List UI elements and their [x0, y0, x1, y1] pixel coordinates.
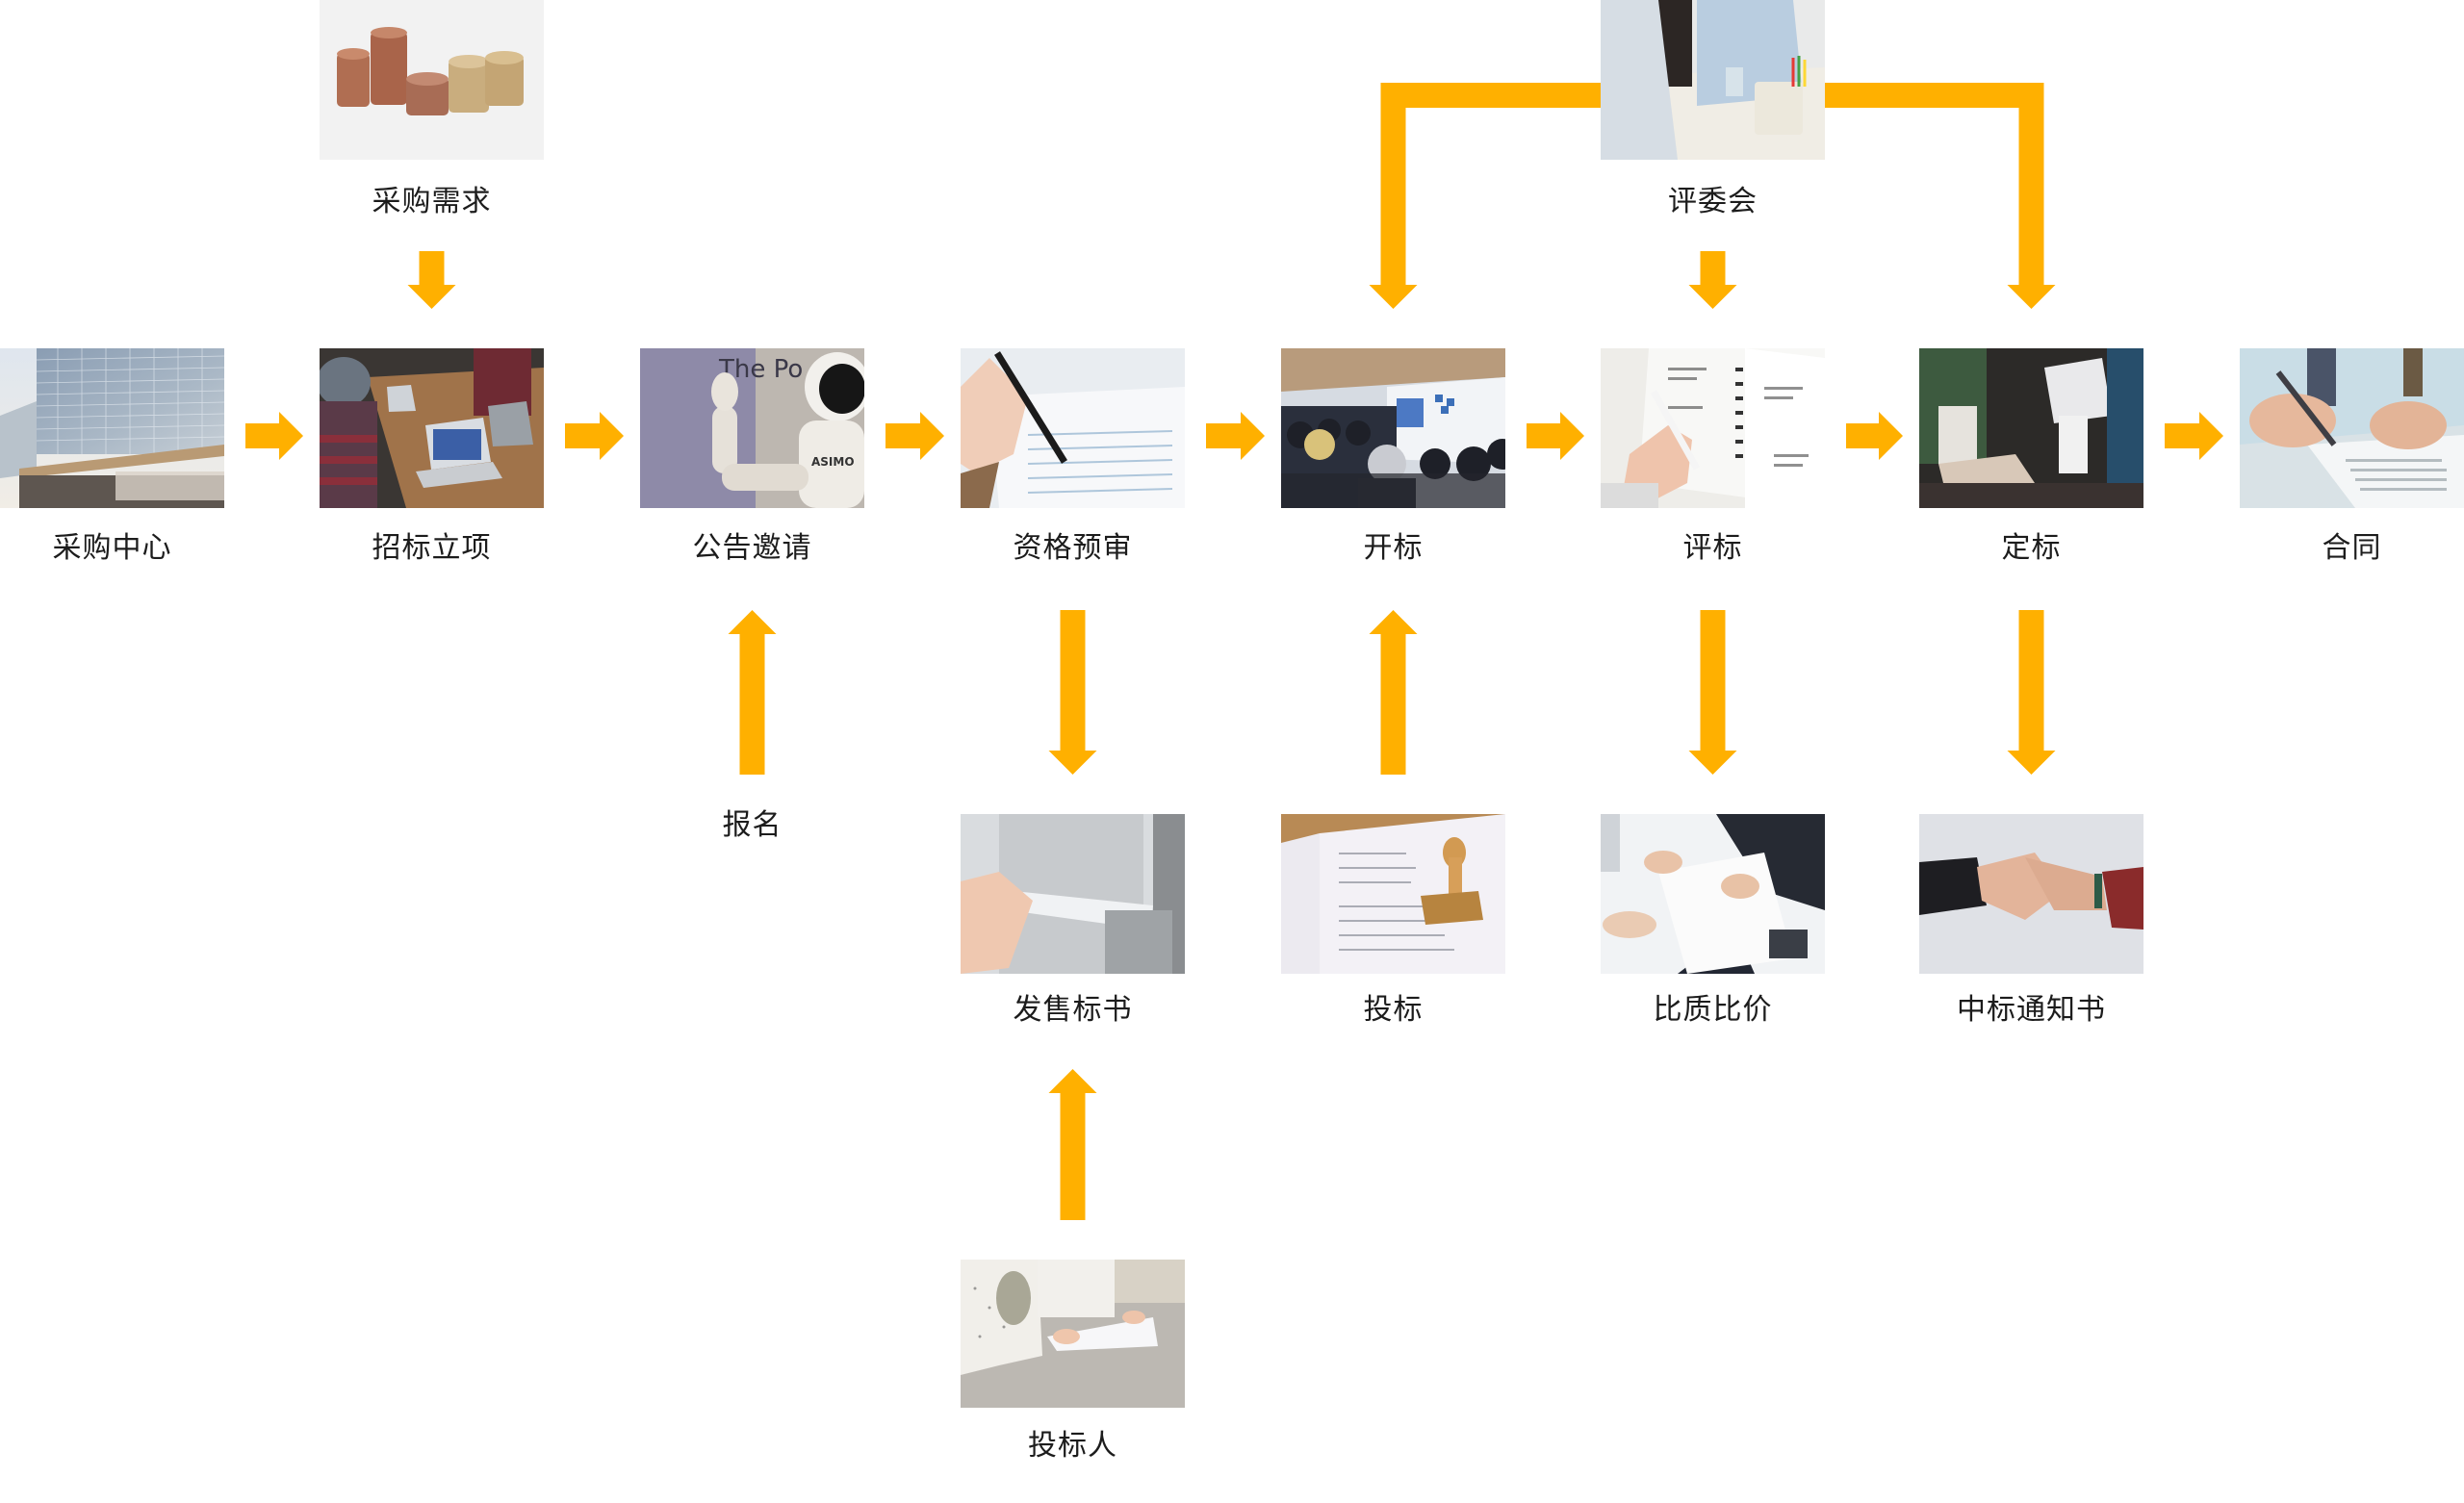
arrow-right-icon — [2165, 412, 2223, 460]
arrow-right-icon — [1846, 412, 1903, 460]
node-label-pingbiao: 评标 — [1682, 531, 1743, 565]
node-image-bizhi-bijia — [1601, 814, 1825, 974]
node-image-toubiaoren — [961, 1260, 1185, 1408]
payment-terminal-image — [1919, 348, 2143, 508]
node-image-pingweihui — [1601, 0, 1825, 160]
node-label-toubiao: 投标 — [1363, 993, 1424, 1027]
node-image-gonggao-yaoqing: The Po ASIMO — [640, 348, 864, 508]
arrow-down-icon — [1688, 610, 1737, 775]
arrow-right-icon — [886, 412, 944, 460]
node-label-caigou-zhongxin: 采购中心 — [52, 531, 172, 565]
arrow-down-icon — [407, 251, 456, 309]
arrow-right-icon — [1527, 412, 1584, 460]
negotiation-image — [1601, 814, 1825, 974]
arrow-down-icon — [1048, 610, 1097, 775]
node-label-kaibiao: 开标 — [1363, 531, 1424, 565]
node-label-hetong: 合同 — [2322, 531, 2382, 565]
arrow-down-icon — [2007, 610, 2056, 775]
node-image-fashou-biaoshu — [961, 814, 1185, 974]
hand-writing-image — [961, 348, 1185, 508]
node-image-caigou-xuqiu — [320, 0, 544, 160]
svg-text:ASIMO: ASIMO — [811, 455, 855, 469]
node-label-fashou-biaoshu: 发售标书 — [1013, 993, 1133, 1027]
bracket-arrow-right-icon — [1825, 83, 2056, 309]
bracket-arrow-left-icon — [1369, 83, 1601, 309]
node-image-zige-yushen — [961, 348, 1185, 508]
coins-image — [320, 0, 544, 160]
node-label-toubiaoren: 投标人 — [1028, 1429, 1117, 1463]
arrow-right-icon — [245, 412, 303, 460]
arrow-down-icon — [1688, 251, 1737, 309]
bidders-image — [961, 1260, 1185, 1408]
arrow-up-icon — [1048, 1069, 1097, 1220]
node-image-kaibiao — [1281, 348, 1505, 508]
stamp-document-image — [1281, 814, 1505, 974]
arrow-up-icon — [728, 610, 777, 775]
node-label-bizhi-bijia: 比质比价 — [1653, 993, 1773, 1027]
mailbox-image — [961, 814, 1185, 974]
node-label-pingweihui: 评委会 — [1668, 185, 1758, 218]
node-image-dingbiao — [1919, 348, 2143, 508]
node-image-zhaobiao-lixiang — [320, 348, 544, 508]
node-label-dingbiao: 定标 — [2001, 531, 2062, 565]
audience-image — [1281, 348, 1505, 508]
contract-signing-image — [2240, 348, 2464, 508]
committee-meeting-image — [1601, 0, 1825, 160]
arrow-right-icon — [1206, 412, 1265, 460]
node-label-baoming: 报名 — [722, 808, 783, 842]
node-image-toubiao — [1281, 814, 1505, 974]
glass-building-image — [0, 348, 224, 508]
node-image-hetong — [2240, 348, 2464, 508]
arrow-up-icon — [1369, 610, 1418, 775]
node-label-zhongbiao-tongzhishu: 中标通知书 — [1957, 993, 2106, 1027]
node-label-gonggao-yaoqing: 公告邀请 — [692, 531, 812, 565]
notebook-image — [1601, 348, 1825, 508]
node-label-zige-yushen: 资格预审 — [1013, 531, 1133, 565]
node-image-caigou-zhongxin — [0, 348, 224, 508]
node-label-zhaobiao-lixiang: 招标立项 — [372, 531, 492, 565]
team-meeting-image — [320, 348, 544, 508]
node-label-caigou-xuqiu: 采购需求 — [372, 185, 492, 218]
node-image-zhongbiao-tongzhishu — [1919, 814, 2143, 974]
robot-image: The Po ASIMO — [640, 348, 864, 508]
node-image-pingbiao — [1601, 348, 1825, 508]
handshake-image — [1919, 814, 2143, 974]
arrow-right-icon — [565, 412, 624, 460]
